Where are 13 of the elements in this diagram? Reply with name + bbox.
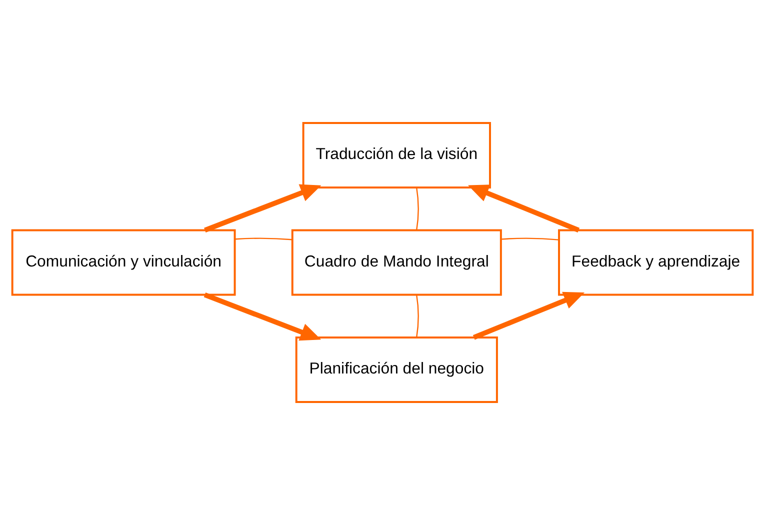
node-box: Planificación del negocio (295, 336, 498, 404)
connector (500, 238, 559, 240)
connector (416, 187, 419, 230)
connector (235, 238, 292, 240)
arrow (472, 292, 585, 340)
node-box: Cuadro de Mando Integral (291, 229, 502, 296)
arrow (204, 292, 322, 341)
node-box: Traducción de la visión (302, 122, 491, 189)
node-box: Comunicación y vinculación (11, 229, 236, 296)
node-box: Feedback y aprendizaje (558, 229, 754, 296)
connector (416, 294, 419, 338)
arrow (468, 184, 580, 232)
arrow (204, 184, 322, 232)
